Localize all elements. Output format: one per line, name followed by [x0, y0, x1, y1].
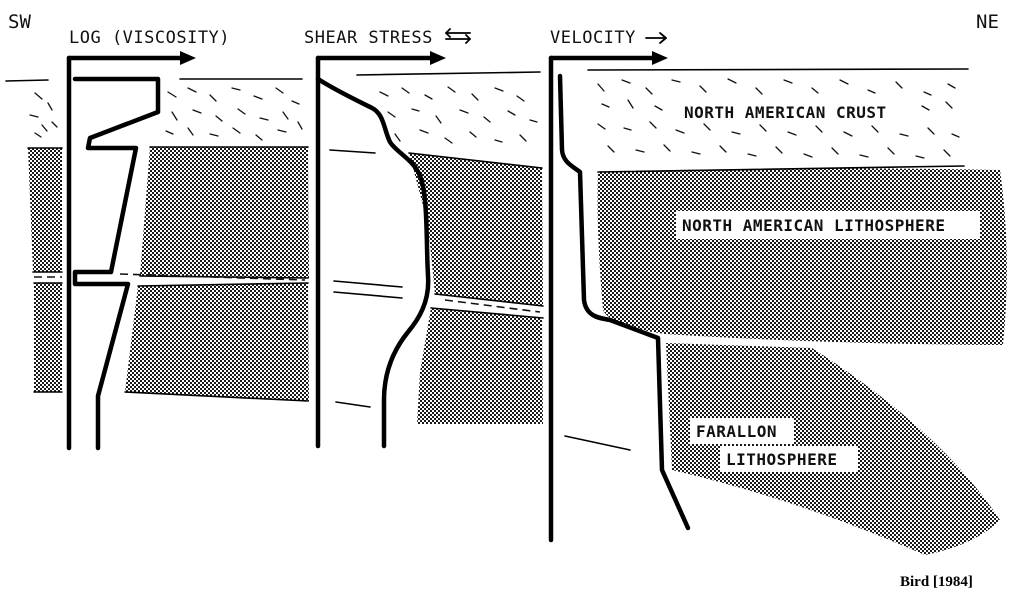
panel2-upper-lithosphere: [409, 153, 543, 306]
lithosphere-label-box: [676, 211, 980, 239]
axis-arrow-icon: [180, 51, 196, 65]
shear-arrows-icon: [445, 28, 471, 44]
panel1-upper-lithosphere: [140, 147, 309, 278]
axis-arrow-icon: [652, 51, 668, 65]
farallon-label-line2: LITHOSPHERE: [726, 450, 837, 469]
sw-upper-lithosphere-strip: [28, 148, 62, 272]
compass-sw: SW: [8, 11, 31, 33]
velocity-arrow-icon: [645, 32, 667, 44]
horizon-lines: [5, 68, 969, 451]
profile-curves: [72, 73, 691, 531]
lithosphere-label: NORTH AMERICAN LITHOSPHERE: [682, 216, 945, 235]
farallon-label-line1: FARALLON: [696, 422, 777, 441]
compass-ne: NE: [976, 11, 999, 33]
sw-lower-lithosphere-strip: [34, 283, 62, 392]
farallon-label-box-1: [690, 418, 794, 444]
crust-texture: [29, 78, 960, 159]
crust-label: NORTH AMERICAN CRUST: [684, 103, 887, 122]
shear-title: SHEAR STRESS: [304, 28, 433, 48]
lithosphere-blocks: [28, 147, 1007, 555]
panel1-lower-lithosphere: [125, 283, 309, 401]
velocity-profile: [557, 73, 691, 531]
shear-zone-dashes: [34, 273, 541, 313]
viscosity-title: LOG (VISCOSITY): [69, 28, 230, 48]
velocity-title: VELOCITY: [550, 28, 636, 48]
axis-arrowheads: [180, 51, 668, 65]
axis-arrow-icon: [430, 51, 446, 65]
north-american-lithosphere-block: [597, 168, 1007, 345]
shear-stress-profile: [315, 76, 431, 449]
farallon-label-box-2: [720, 446, 858, 472]
axes: [66, 55, 661, 543]
panel2-lower-lithosphere: [417, 308, 543, 424]
viscosity-profile: [72, 76, 161, 451]
source-credit: Bird [1984]: [900, 574, 973, 590]
